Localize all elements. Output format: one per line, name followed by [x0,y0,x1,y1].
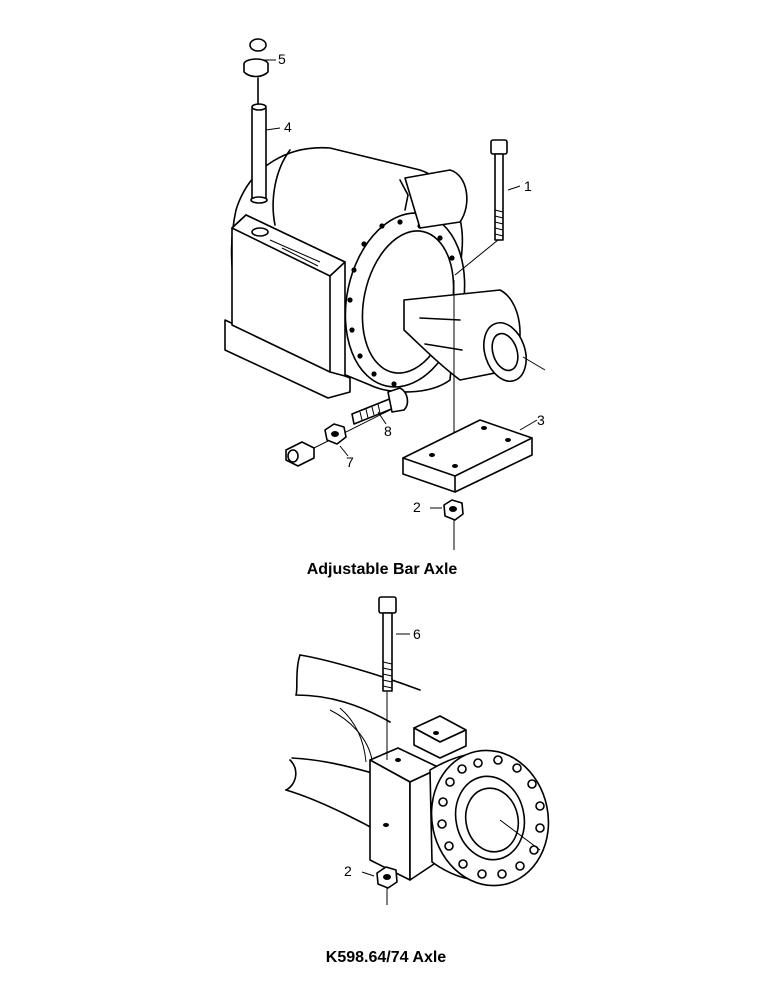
rear-bracket [413,715,467,759]
nut-part-2-upper [443,499,464,521]
caption-k598-axle: K598.64/74 Axle [325,949,447,966]
callout-8: 8 [384,423,392,439]
plate-part-3 [402,419,533,493]
mounting-block [224,214,351,399]
callout-2-upper: 2 [413,499,421,515]
callout-2-lower: 2 [344,863,352,879]
nut-part-2-lower [376,866,398,889]
callout-4: 4 [284,119,292,135]
hub-flange [429,749,550,887]
caption-adjustable-bar-axle: Adjustable Bar Axle [306,561,458,578]
bolt-part-1 [490,139,508,241]
axle-bar [403,289,546,382]
callout-6: 6 [413,626,421,642]
front-bracket [369,747,441,881]
bolt-part-8 [351,387,409,425]
dipstick-plug-part-5 [243,38,269,105]
callout-5: 5 [278,51,286,67]
k598-axle-figure: 6 2 [285,596,550,905]
callout-3: 3 [537,412,545,428]
callout-1: 1 [524,178,532,194]
spacer [285,441,315,467]
callout-7: 7 [346,454,354,470]
hub-bolt-holes [437,755,545,879]
adjustable-bar-axle-figure: 1 2 3 4 5 7 8 [224,38,546,550]
nut-part-7 [324,423,347,445]
dipstick-tube-part-4 [250,103,268,204]
